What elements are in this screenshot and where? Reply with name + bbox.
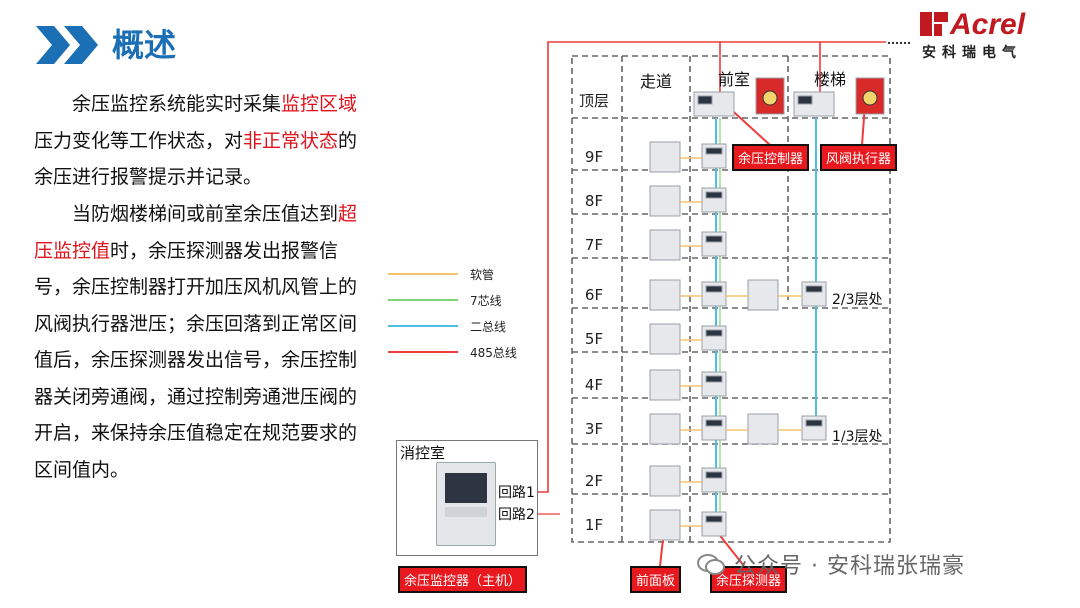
detector-display (805, 285, 823, 293)
wechat-icon (697, 554, 725, 575)
tag-damper-actuator: 风阀执行器 (820, 144, 898, 171)
body-text: 的余压进行报警提示并记录。 (34, 129, 358, 189)
detector-display (705, 375, 723, 383)
floor-label: 7F (584, 236, 604, 254)
control-room-label: 消控室 (400, 444, 446, 462)
front-panel (649, 369, 681, 401)
floor-label: 4F (584, 376, 604, 394)
tag-monitor-host: 余压监控器（主机） (398, 566, 528, 593)
watermark-text: 公众号 · 安科瑞张瑞豪 (734, 554, 965, 579)
floor-label: 6F (584, 286, 604, 304)
page-title: 概述 (112, 26, 177, 64)
floor-label: 2F (584, 472, 604, 490)
detector-display (805, 419, 823, 427)
controller-screen (697, 95, 713, 105)
process-paragraph: 当防烟楼梯间或前室余压值达到超压监控值时，余压探测器发出报警信号，余压控制器打开… (34, 196, 374, 488)
host-device (436, 462, 496, 546)
note-2-3-floor: 2/3层处 (832, 292, 883, 308)
loop-1-label: 回路1 (498, 485, 535, 501)
tag-front-panel: 前面板 (630, 566, 682, 593)
detector-display (705, 191, 723, 199)
front-panel (649, 141, 681, 173)
highlight-text: 超压监控值 (34, 203, 358, 262)
highlight-text: 监控区域 (281, 93, 358, 115)
legend-label: 软管 (470, 268, 495, 282)
column-stair-label: 楼梯 (814, 70, 847, 89)
detector-display (705, 329, 723, 337)
building-frame (571, 55, 891, 543)
legend-item: 软管 (388, 266, 538, 282)
body-text: 余压监控系统能实时采集 (72, 93, 282, 115)
floor-label: 9F (584, 148, 604, 166)
legend-item: 7芯线 (388, 292, 538, 308)
damper-valve-icon (762, 90, 778, 106)
front-panel (649, 229, 681, 261)
host-screen (445, 473, 487, 503)
highlight-text: 非正常状态 (243, 129, 339, 152)
detector-display (705, 285, 723, 293)
detector-display (705, 235, 723, 243)
front-panel (649, 413, 681, 445)
legend-label: 485总线 (470, 346, 517, 360)
detector-display (705, 147, 723, 155)
chevron-arrows-icon (36, 26, 98, 64)
legend: 软管 7芯线二总线 485总线 (388, 262, 538, 362)
front-panel-stair (747, 413, 779, 445)
detector-display (705, 515, 723, 523)
detector-display (705, 419, 723, 427)
legend-swatch (388, 351, 458, 353)
column-corridor-label: 走道 (640, 72, 673, 91)
brand-logo-cn: 安科瑞电气 (922, 45, 1022, 61)
front-panel (649, 509, 681, 541)
tag-pressure-controller: 余压控制器 (732, 144, 810, 171)
legend-label: 二总线 (470, 320, 507, 334)
floor-label: 1F (584, 516, 604, 534)
floor-label: 顶层 (578, 92, 609, 110)
intro-paragraph: 余压监控系统能实时采集监控区域压力变化等工作状态，对非正常状态的余压进行报警提示… (34, 86, 374, 196)
column-anteroom-label: 前室 (718, 70, 751, 89)
brand-logo: Acrel (950, 8, 1026, 41)
tag-pressure-detector: 余压探测器 (710, 566, 788, 593)
legend-label: 7芯线 (470, 294, 502, 308)
front-panel (649, 465, 681, 497)
floor-label: 5F (584, 330, 604, 348)
body-text: 当防烟楼梯间或前室余压值达到 (72, 203, 339, 225)
front-panel (649, 323, 681, 355)
legend-swatch (388, 299, 458, 301)
loop-2-label: 回路2 (498, 507, 535, 523)
damper-valve-icon (862, 90, 878, 106)
body-text: 时，余压探测器发出报警信号，余压控制器打开加压风机风管上的风阀执行器泄压；余压回… (34, 239, 358, 481)
floor-label: 3F (584, 420, 604, 438)
front-panel-stair (747, 279, 779, 311)
note-1-3-floor: 1/3层处 (832, 429, 883, 445)
host-panel (445, 507, 487, 517)
legend-swatch (388, 273, 458, 275)
front-panel (649, 185, 681, 217)
legend-item: 485总线 (388, 344, 538, 360)
legend-swatch (388, 325, 458, 327)
controller-screen (797, 95, 813, 105)
body-text: 压力变化等工作状态，对 (34, 129, 244, 152)
legend-item: 二总线 (388, 318, 538, 334)
bus-485-line (538, 41, 721, 493)
front-panel (649, 279, 681, 311)
acrel-logo-icon (920, 12, 948, 36)
detector-display (705, 471, 723, 479)
floor-label: 8F (584, 192, 604, 210)
